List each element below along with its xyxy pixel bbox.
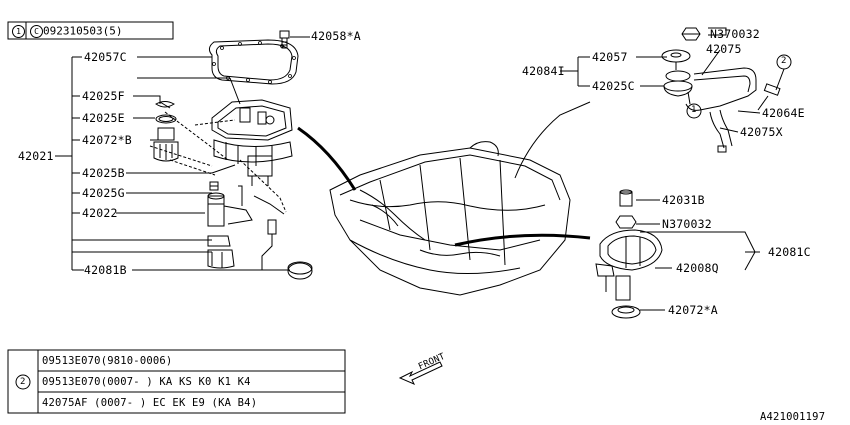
label-42025c: 42025C [592,79,635,93]
sender-arm [253,195,313,280]
nut-n370032-low [615,215,637,229]
pump-flange [211,99,293,186]
label-42075x: 42075X [740,125,783,139]
label-42025e: 42025E [82,111,125,125]
parts-table-frame [7,349,346,414]
left-bracket-lines [55,56,84,271]
label-42022: 42022 [82,206,118,220]
label-42081c: 42081C [768,245,811,259]
label-42025b: 42025B [82,166,125,180]
left-leader-lines [80,36,310,271]
label-42025f: 42025F [82,89,125,103]
parts-table-row: 09513E070(9810-0006) [42,355,173,367]
nut-n370032-top [681,27,701,41]
filter-42072b [153,127,179,162]
label-42057c: 42057C [84,50,127,64]
pump-42022 [207,185,253,227]
clip-42025g [209,181,219,191]
label-42021: 42021 [18,149,54,163]
label-42031b: 42031B [662,193,705,207]
cap-42057 [661,49,691,63]
header-ref: 1 [12,25,25,38]
clamp-42064e [757,83,781,111]
seal-42072a [611,305,641,319]
ref-circle-1-label: 1 [691,105,697,115]
label-42084i: 42084I [522,64,565,78]
header-box-frame [7,21,174,40]
fuel-tank [329,141,571,296]
front-arrow [398,361,443,385]
gasket-42057c [208,39,299,85]
label-42058a: 42058*A [311,29,361,43]
strainer-42081b [207,235,235,269]
hose-42075 [685,67,757,111]
ref-circle-2-label: 2 [781,56,787,66]
label-42057: 42057 [592,50,628,64]
sender-42081c [595,229,663,301]
label-n370032-top: N370032 [710,27,760,41]
retainer-42025f [155,101,175,109]
sensor-42031b [619,189,633,207]
label-42064e: 42064E [762,106,805,120]
oring-42025e [155,114,177,124]
label-42008q: 42008Q [676,261,719,275]
label-42081b: 42081B [84,263,127,277]
parts-table-ref: 2 [20,377,26,387]
hose-42075x [709,109,733,153]
label-42072a: 42072*A [668,303,718,317]
label-42025g: 42025G [82,186,125,200]
filler-42025c [663,62,693,97]
callout-arrows [297,126,591,247]
parts-table-row: 09513E070(0007- ) KA KS K0 K1 K4 [42,376,251,388]
lower-right-lines [636,199,760,311]
label-42072b: 42072*B [82,133,132,147]
label-n370032-low: N370032 [662,217,712,231]
figure-id: A421001197 [760,411,826,423]
ref-circles [686,54,792,119]
label-42075: 42075 [706,42,742,56]
parts-table-row: 42075AF (0007- ) EC EK E9 (KA B4) [42,397,258,409]
bolt-42058a [279,30,290,49]
